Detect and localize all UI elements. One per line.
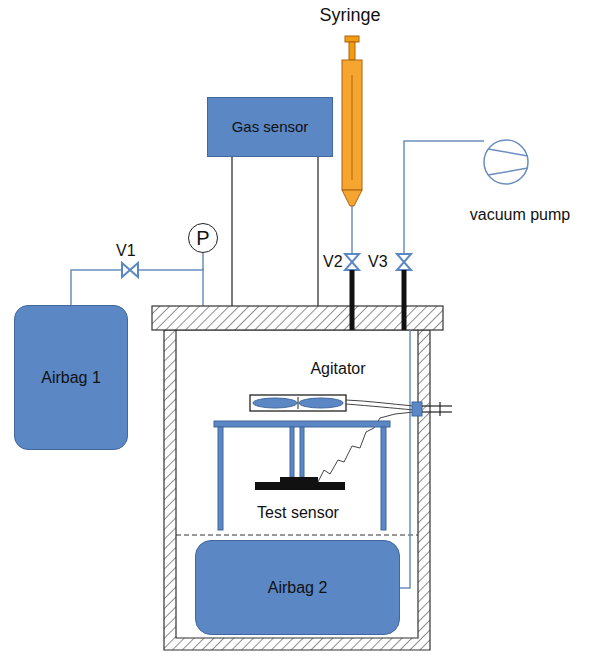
node-text: Airbag 2 [268, 579, 328, 597]
valve-label: V1 [116, 242, 136, 260]
airbag: Airbag 2 [195, 540, 400, 635]
agitator-symbol [250, 395, 346, 411]
feedthrough-lead [422, 411, 452, 412]
node-text: Gas sensor [232, 119, 309, 136]
valve-symbol [122, 263, 138, 277]
chamber-lid [152, 306, 443, 330]
part-label: Agitator [310, 360, 365, 378]
chamber-wall [164, 330, 430, 650]
part-label: vacuum pump [470, 206, 571, 224]
inlet-pipe [350, 270, 355, 330]
sensor-lead [317, 157, 318, 306]
vacuum-line [404, 141, 484, 254]
test-sensor-symbol [255, 477, 345, 490]
valve-label: V2 [323, 253, 343, 271]
separator-line [176, 535, 418, 536]
sensor-table [214, 421, 390, 530]
gauge-stem [202, 268, 204, 306]
sensor-box: Gas sensor [207, 97, 333, 157]
airbag: Airbag 1 [14, 305, 128, 450]
feedthrough-lead [422, 405, 452, 406]
valve-symbol [345, 254, 359, 270]
pressure-gauge: P [188, 223, 218, 253]
feedthrough [412, 402, 422, 416]
sensor-lead [231, 157, 232, 306]
valve-label: V3 [368, 253, 388, 271]
part-label: Syringe [319, 6, 380, 26]
part-label: Test sensor [257, 504, 339, 522]
outlet-pipe [402, 270, 407, 330]
node-text: Airbag 1 [41, 369, 101, 387]
bag-line [400, 330, 410, 588]
vacuum-pump-symbol [484, 140, 528, 184]
gas-line [71, 253, 203, 305]
valve-symbol [397, 254, 411, 270]
feedthrough-lead [439, 402, 440, 416]
syringe-symbol [342, 36, 362, 254]
node-text: P [196, 227, 209, 249]
agitator-wire [346, 400, 414, 410]
